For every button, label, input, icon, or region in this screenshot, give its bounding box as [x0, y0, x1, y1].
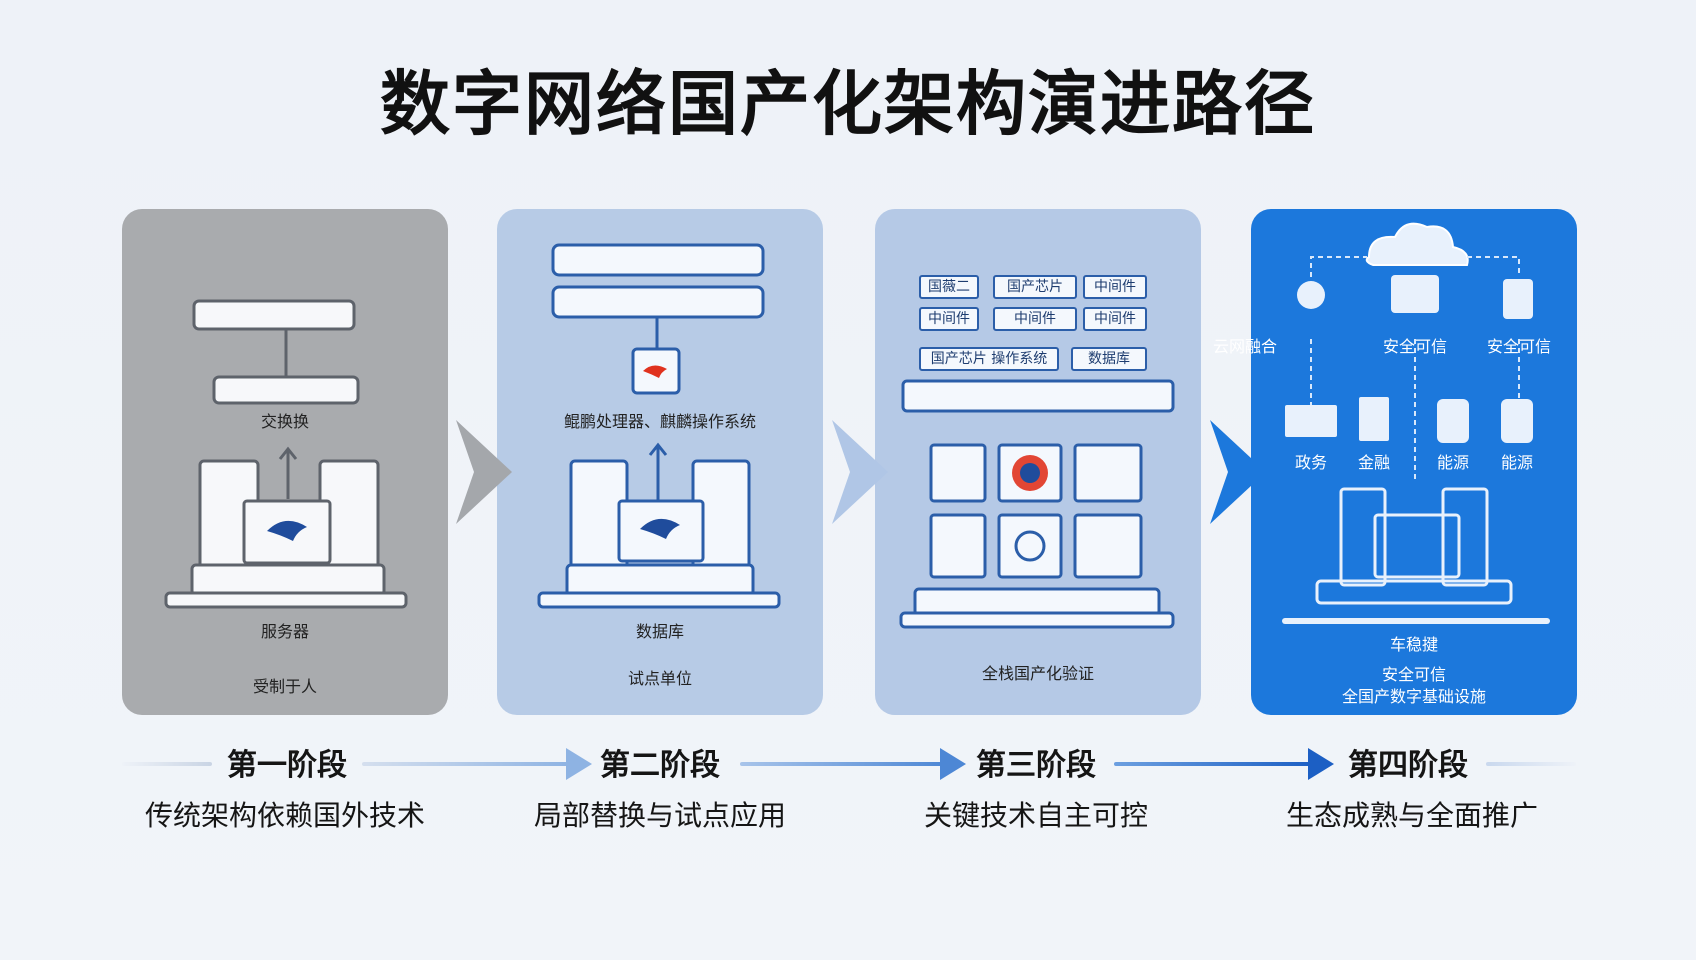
chip-label: 鲲鹏处理器、麒麟操作系统	[563, 412, 756, 431]
server-label: 服务器	[260, 622, 309, 641]
timeline-line	[122, 762, 212, 766]
stage3-desc: 关键技术自主可控	[923, 799, 1148, 832]
timeline-line	[1486, 762, 1576, 766]
stage2-title: 第二阶段	[600, 748, 720, 783]
stage3-illustration	[899, 379, 1175, 629]
stage3-caption: 全栈国产化验证	[981, 664, 1094, 683]
stage4-title: 第四阶段	[1348, 748, 1468, 783]
stack-tag: 中间件	[1083, 307, 1147, 331]
logo-icon	[640, 518, 680, 539]
stage1-desc: 传统架构依赖国外技术	[144, 799, 425, 832]
stack-tag: 数据库	[1071, 347, 1147, 371]
chevron-right-icon	[1210, 420, 1266, 524]
stage4-label3: 全国产数字基础设施	[1341, 687, 1486, 706]
network-icon	[1014, 530, 1046, 562]
stage4-label1: 车稳揵	[1389, 635, 1438, 654]
energy-label: 能源	[1500, 453, 1533, 472]
stage2-illustration	[537, 243, 781, 609]
arrow-right-icon	[940, 748, 966, 784]
chevron-right-icon	[832, 420, 888, 524]
stack-tag: 中间件	[993, 307, 1077, 331]
timeline-line	[362, 762, 570, 766]
page-title: 数字网络国产化架构演进路径	[380, 63, 1316, 145]
government-label: 政务	[1294, 453, 1327, 472]
device-icon	[1503, 279, 1533, 319]
security-icon	[1391, 275, 1439, 313]
switch-label: 交换换	[260, 412, 309, 431]
stack-tag: 中间件	[919, 307, 979, 331]
stage4-label2: 安全可信	[1381, 665, 1446, 684]
stage2-desc: 局部替换与试点应用	[533, 799, 786, 832]
stage4-panel: 云网融合 安全可信 安全可信 政务 金融 能源 能源 车稳揵 安全可信 全国产数…	[1213, 209, 1577, 715]
timeline-line	[1114, 762, 1314, 766]
security-label: 安全可信	[1382, 337, 1447, 356]
stage1-panel: 交换换 服务器 受制于人	[122, 209, 448, 715]
arrow-right-icon	[566, 748, 592, 784]
energy-db-icon	[1437, 399, 1469, 443]
stage3-panel: 国薇二 国产芯片 中间件 中间件 中间件 中间件 国产芯片 操作系统 数据库 全…	[875, 209, 1201, 715]
energy-label: 能源	[1436, 453, 1469, 472]
stage1-title: 第一阶段	[227, 748, 347, 783]
db-label: 数据库	[635, 622, 684, 641]
energy-db-icon	[1501, 399, 1533, 443]
finance-icon	[1359, 397, 1389, 441]
chip-icon	[643, 365, 667, 378]
cloud-network-label: 云网融合	[1212, 337, 1277, 356]
finance-label: 金融	[1357, 453, 1390, 472]
stage1-caption: 受制于人	[252, 677, 317, 696]
stage2-panel: 鲲鹏处理器、麒麟操作系统 数据库 试点单位	[497, 209, 823, 715]
logo-icon	[267, 520, 307, 541]
arrow-right-icon	[1308, 748, 1334, 784]
stack-tag: 国产芯片 操作系统	[919, 347, 1059, 371]
stack-tag: 中间件	[1083, 275, 1147, 299]
stage1-illustration	[164, 299, 408, 609]
stack-tag: 国薇二	[919, 275, 979, 299]
stage2-caption: 试点单位	[627, 669, 692, 688]
government-icon	[1285, 405, 1337, 437]
cloud-network-icon	[1297, 281, 1325, 309]
chevron-right-icon	[456, 420, 512, 524]
stage3-title: 第三阶段	[976, 748, 1096, 783]
timeline-line	[740, 762, 946, 766]
stage4-illustration	[1282, 222, 1550, 624]
stack-tag: 国产芯片	[993, 275, 1077, 299]
trust-label: 安全可信	[1486, 337, 1551, 356]
cloud-icon	[1365, 222, 1469, 266]
stage4-desc: 生态成熟与全面推广	[1285, 799, 1538, 832]
